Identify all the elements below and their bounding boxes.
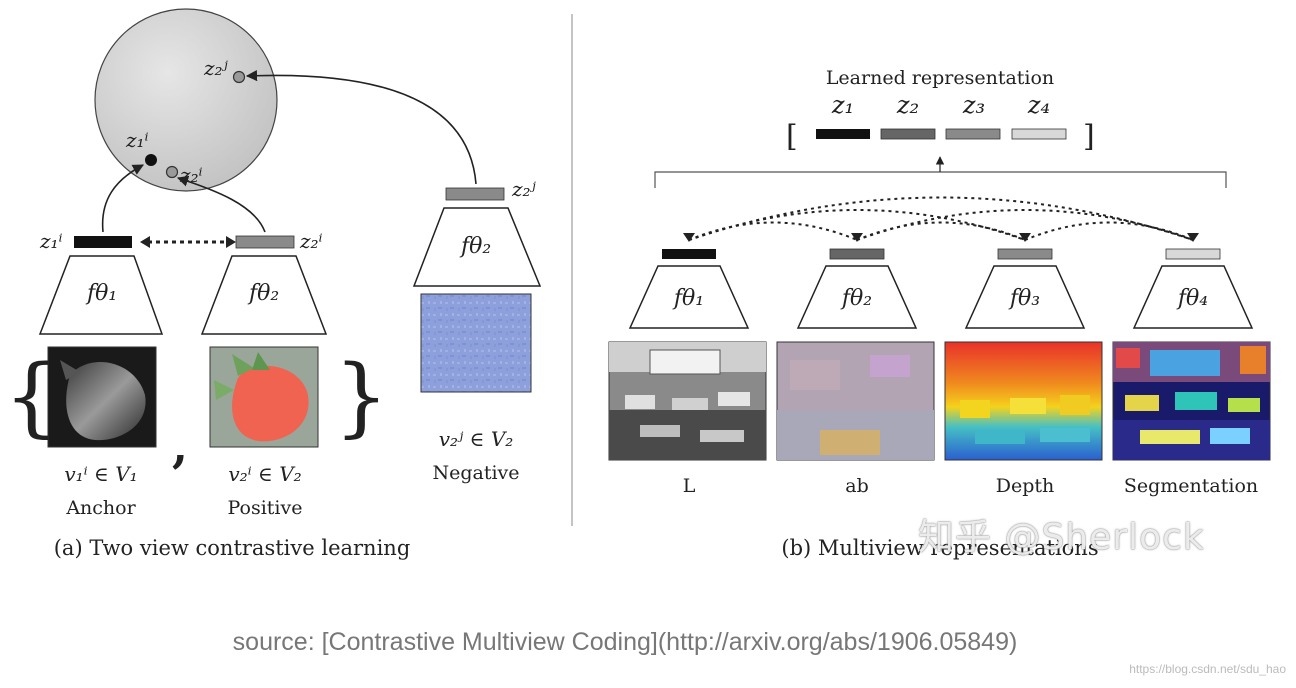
z-term-4: z₄ bbox=[1027, 91, 1050, 119]
positive-link-head-left bbox=[140, 236, 150, 248]
anchor-encoder-label: fθ₁ bbox=[85, 281, 117, 306]
strawberry-grayscale-image bbox=[47, 346, 157, 448]
arc-head-2 bbox=[851, 233, 863, 242]
gather-bracket bbox=[654, 171, 1227, 188]
concat-bar-3 bbox=[945, 128, 1001, 140]
arrow-negative-to-z2j bbox=[245, 70, 477, 185]
positive-link-head-right bbox=[226, 236, 236, 248]
classroom-ab-image bbox=[776, 341, 935, 461]
encoder-label-2: fθ₂ bbox=[840, 286, 872, 311]
encoder-shape-1 bbox=[628, 265, 750, 329]
positive-embedding-bar bbox=[235, 235, 295, 249]
negative-math-label: v₂ʲ ∈ V₂ bbox=[439, 427, 514, 451]
negative-encoder-shape bbox=[412, 207, 542, 287]
negative-embedding-bar bbox=[445, 187, 505, 201]
classroom-segmentation-image bbox=[1112, 341, 1271, 461]
embedding-sphere bbox=[94, 8, 278, 192]
view-bar-2 bbox=[829, 248, 885, 260]
concat-bar-4 bbox=[1011, 128, 1067, 140]
view-bar-1 bbox=[662, 249, 716, 259]
left-caption: (a) Two view contrastive learning bbox=[54, 536, 411, 560]
left-panel: z₁ⁱ z₂ⁱ z₂ʲ z₁ⁱ fθ₁ z₂ⁱ fθ₂ z₂ʲ fθ₂ bbox=[4, 8, 542, 560]
zhihu-watermark: 知乎 @Sherlock bbox=[918, 517, 1205, 558]
arc-1-4 bbox=[688, 196, 1194, 241]
anchor-label: Anchor bbox=[65, 497, 136, 519]
anchor-z-label: z₁ⁱ bbox=[39, 229, 63, 253]
anchor-math-label: v₁ⁱ ∈ V₁ bbox=[64, 462, 137, 486]
sphere-label-z1i: z₁ⁱ bbox=[125, 128, 149, 152]
anchor-encoder-shape bbox=[38, 255, 164, 335]
negative-z-label: z₂ʲ bbox=[511, 177, 537, 201]
arc-2-4 bbox=[856, 209, 1194, 241]
sphere-label-z2j: z₂ʲ bbox=[203, 56, 229, 80]
positive-encoder-shape bbox=[200, 255, 328, 335]
encoder-shape-3 bbox=[964, 265, 1086, 329]
encoder-shape-4 bbox=[1132, 265, 1254, 329]
positive-math-label: v₂ⁱ ∈ V₂ bbox=[228, 462, 301, 486]
point-z2i bbox=[165, 165, 179, 179]
noise-blue-image bbox=[420, 293, 532, 393]
encoder-label-1: fθ₁ bbox=[672, 286, 704, 311]
classroom-l-image bbox=[608, 341, 767, 461]
arc-1-2 bbox=[688, 221, 858, 241]
concat-bar-2 bbox=[880, 128, 936, 140]
right-panel: Learned representation z₁ z₂ z₃ z₄ [ ] bbox=[608, 67, 1271, 560]
source-caption: source: [Contrastive Multiview Coding](h… bbox=[232, 628, 1018, 656]
view-bar-3 bbox=[997, 248, 1053, 260]
z-term-2: z₂ bbox=[896, 91, 919, 119]
positive-z-label: z₂ⁱ bbox=[299, 229, 323, 253]
negative-label: Negative bbox=[432, 462, 519, 484]
arrow-positive-to-z2i bbox=[176, 175, 266, 233]
pairwise-contrast-arcs bbox=[688, 196, 1194, 241]
view-label-ab: ab bbox=[845, 475, 869, 497]
arc-head-3 bbox=[1019, 233, 1031, 242]
negative-encoder-label: fθ₂ bbox=[459, 234, 491, 259]
positive-encoder-label: fθ₂ bbox=[247, 281, 279, 306]
view-label-l: L bbox=[683, 475, 696, 497]
bracket-right: ] bbox=[1083, 119, 1095, 154]
arc-1-3 bbox=[688, 209, 1026, 241]
encoder-label-3: fθ₃ bbox=[1008, 286, 1040, 311]
sphere-label-z2i: z₂ⁱ bbox=[179, 163, 203, 187]
learned-representation-label: Learned representation bbox=[826, 67, 1054, 89]
arc-head-1 bbox=[683, 233, 695, 242]
concat-bar-1 bbox=[816, 129, 870, 139]
strawberry-color-image bbox=[209, 346, 319, 448]
arc-head-4 bbox=[1187, 233, 1199, 242]
bracket-left: [ bbox=[786, 119, 798, 154]
encoder-label-4: fθ₄ bbox=[1176, 286, 1208, 311]
view-bar-4 bbox=[1165, 248, 1221, 260]
set-comma: , bbox=[172, 419, 188, 473]
arrow-anchor-to-z1i bbox=[101, 164, 144, 233]
z-term-3: z₃ bbox=[962, 91, 985, 119]
encoder-shape-2 bbox=[796, 265, 918, 329]
right-caption: (b) Multiview representations bbox=[781, 536, 1098, 560]
left-brace: { bbox=[4, 347, 59, 447]
point-z2j bbox=[232, 70, 246, 84]
url-watermark: https://blog.csdn.net/sdu_hao bbox=[1129, 662, 1286, 676]
right-brace: } bbox=[334, 347, 389, 447]
z-term-1: z₁ bbox=[831, 91, 854, 119]
point-z1i bbox=[145, 154, 157, 166]
positive-label: Positive bbox=[228, 497, 303, 519]
anchor-embedding-bar bbox=[74, 236, 132, 248]
classroom-depth-image bbox=[944, 341, 1103, 461]
view-label-depth: Depth bbox=[996, 475, 1055, 497]
view-label-segmentation: Segmentation bbox=[1124, 475, 1258, 497]
arc-3-4 bbox=[1024, 221, 1194, 241]
